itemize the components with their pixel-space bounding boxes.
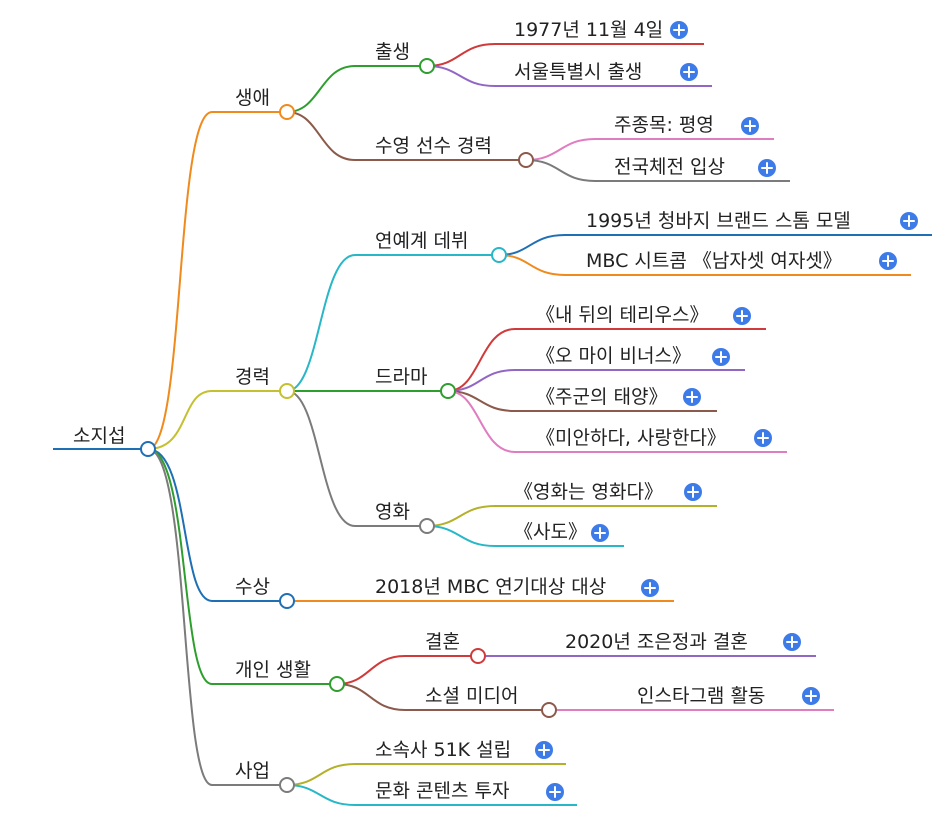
branch-career-label: 경력 bbox=[235, 366, 270, 388]
plus-circle-icon[interactable] bbox=[802, 687, 820, 705]
plus-circle-icon[interactable] bbox=[670, 21, 688, 39]
drama-item: 《오 마이 비너스》 bbox=[536, 345, 691, 367]
personal-node[interactable] bbox=[329, 676, 345, 692]
debut-label: 연예계 데뷔 bbox=[375, 230, 468, 252]
swim-event: 주종목: 평영 bbox=[614, 114, 714, 136]
branch-life-label: 생애 bbox=[235, 87, 270, 109]
debut-model: 1995년 청바지 브랜드 스톰 모델 bbox=[586, 210, 851, 232]
business-node[interactable] bbox=[279, 777, 295, 793]
plus-circle-icon[interactable] bbox=[733, 307, 751, 325]
award-node[interactable] bbox=[279, 593, 295, 609]
life-node[interactable] bbox=[279, 104, 295, 120]
drama-item: 《주군의 태양》 bbox=[536, 386, 667, 408]
sns-item: 인스타그램 활동 bbox=[637, 685, 765, 707]
root-node[interactable] bbox=[140, 441, 156, 457]
drama-node[interactable] bbox=[440, 383, 456, 399]
branch-award-label: 수상 bbox=[235, 576, 270, 598]
birth-node[interactable] bbox=[419, 58, 435, 74]
plus-circle-icon[interactable] bbox=[879, 252, 897, 270]
sns-label: 소셜 미디어 bbox=[425, 685, 518, 707]
swim-award: 전국체전 입상 bbox=[614, 156, 725, 178]
branch-personal-label: 개인 생활 bbox=[235, 659, 311, 681]
swim-label: 수영 선수 경력 bbox=[375, 135, 492, 157]
marriage-label: 결혼 bbox=[425, 631, 460, 653]
plus-circle-icon[interactable] bbox=[741, 117, 759, 135]
plus-circle-icon[interactable] bbox=[758, 159, 776, 177]
drama-item: 《내 뒤의 테리우스》 bbox=[536, 304, 708, 326]
film-node[interactable] bbox=[419, 518, 435, 534]
sns-node[interactable] bbox=[541, 702, 557, 718]
debut-node[interactable] bbox=[491, 247, 507, 263]
marriage-item: 2020년 조은정과 결혼 bbox=[565, 631, 748, 653]
debut-sitcom: MBC 시트콤 《남자셋 여자셋》 bbox=[586, 250, 842, 272]
award-item: 2018년 MBC 연기대상 대상 bbox=[375, 576, 606, 598]
film-item: 《사도》 bbox=[514, 521, 587, 543]
plus-circle-icon[interactable] bbox=[754, 429, 772, 447]
plus-circle-icon[interactable] bbox=[683, 388, 701, 406]
film-label: 영화 bbox=[375, 501, 410, 523]
swim-node[interactable] bbox=[518, 152, 534, 168]
plus-circle-icon[interactable] bbox=[641, 579, 659, 597]
business-item: 문화 콘텐츠 투자 bbox=[375, 780, 509, 802]
plus-circle-icon[interactable] bbox=[535, 741, 553, 759]
business-item: 소속사 51K 설립 bbox=[375, 739, 511, 761]
birth-place: 서울특별시 출생 bbox=[514, 61, 642, 83]
film-item: 《영화는 영화다》 bbox=[514, 481, 663, 503]
branch-business-label: 사업 bbox=[235, 760, 270, 782]
birth-label: 출생 bbox=[375, 41, 410, 63]
marriage-node[interactable] bbox=[470, 648, 486, 664]
plus-circle-icon[interactable] bbox=[900, 212, 918, 230]
career-node[interactable] bbox=[279, 383, 295, 399]
plus-circle-icon[interactable] bbox=[712, 348, 730, 366]
root-label: 소지섭 bbox=[73, 425, 125, 447]
plus-circle-icon[interactable] bbox=[591, 524, 609, 542]
drama-label: 드라마 bbox=[375, 366, 427, 388]
plus-circle-icon[interactable] bbox=[783, 633, 801, 651]
drama-item: 《미안하다, 사랑한다》 bbox=[536, 427, 726, 449]
plus-circle-icon[interactable] bbox=[684, 483, 702, 501]
birth-date: 1977년 11월 4일 bbox=[514, 19, 663, 41]
plus-circle-icon[interactable] bbox=[546, 783, 564, 801]
plus-circle-icon[interactable] bbox=[680, 63, 698, 81]
